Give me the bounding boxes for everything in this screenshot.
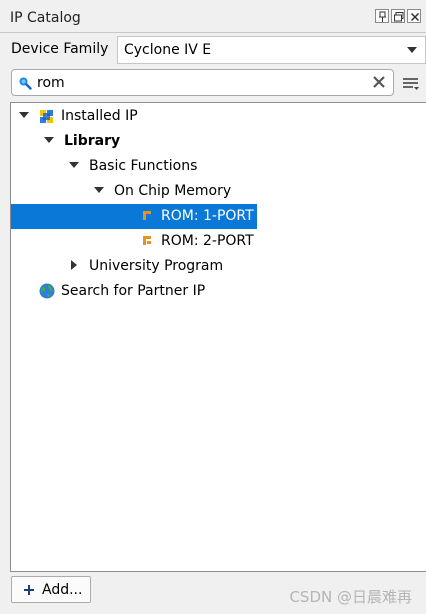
- chevron-right-icon[interactable]: [71, 260, 78, 270]
- plus-icon: [24, 585, 34, 595]
- tree-item-rom-1port[interactable]: ROM: 1-PORT: [11, 204, 425, 229]
- tree-item-label: Installed IP: [61, 108, 138, 124]
- tree-item-label: Search for Partner IP: [61, 283, 206, 299]
- tree-item-installed-ip[interactable]: Installed IP: [11, 104, 425, 129]
- tree-item-basic-functions[interactable]: Basic Functions: [11, 154, 425, 179]
- bottom-toolbar: Add... CSDN @日晨难再: [0, 572, 426, 614]
- search-box[interactable]: [11, 69, 394, 96]
- installed-ip-icon: [40, 110, 53, 123]
- device-family-row: Device Family Cyclone IV E: [0, 34, 426, 64]
- chevron-down-icon[interactable]: [19, 112, 29, 119]
- tree-item-label: On Chip Memory: [114, 183, 232, 199]
- tree-item-rom-2port[interactable]: ROM: 2-PORT: [11, 229, 425, 254]
- search-icon: [19, 77, 32, 90]
- chevron-down-icon[interactable]: [94, 187, 104, 194]
- tree-item-label: ROM: 2-PORT: [161, 233, 254, 249]
- device-family-select[interactable]: Cyclone IV E: [117, 36, 426, 64]
- tree-item-library[interactable]: Library: [11, 129, 425, 154]
- ip-core-icon: [143, 236, 151, 245]
- clear-search-icon[interactable]: [372, 75, 386, 89]
- device-family-value: Cyclone IV E: [124, 42, 212, 58]
- tree-item-label: Basic Functions: [89, 158, 198, 174]
- panel-title: IP Catalog: [10, 10, 81, 26]
- add-button[interactable]: Add...: [11, 576, 91, 603]
- tree-item-label: ROM: 1-PORT: [161, 208, 254, 224]
- chevron-down-icon: [407, 47, 417, 53]
- panel-window-buttons: [375, 9, 421, 23]
- tree-item-search-partner-ip[interactable]: Search for Partner IP: [11, 279, 425, 304]
- ip-core-icon: [143, 211, 151, 220]
- globe-icon: [39, 283, 55, 299]
- search-input[interactable]: [37, 73, 367, 93]
- chevron-down-icon[interactable]: [69, 162, 79, 169]
- close-icon[interactable]: [407, 9, 421, 23]
- tree-item-university-program[interactable]: University Program: [11, 254, 425, 279]
- search-row: [0, 68, 426, 98]
- tree-item-label: University Program: [89, 258, 224, 274]
- chevron-down-icon[interactable]: [44, 137, 54, 144]
- filter-menu-icon[interactable]: [402, 76, 420, 92]
- float-icon[interactable]: [391, 9, 405, 23]
- add-button-label: Add...: [42, 582, 83, 598]
- ip-catalog-tree[interactable]: Installed IP Library Basic Functions On …: [10, 102, 426, 572]
- tree-item-on-chip-memory[interactable]: On Chip Memory: [11, 179, 425, 204]
- selection-highlight: [11, 204, 257, 229]
- pin-icon[interactable]: [375, 9, 389, 23]
- panel-title-bar: IP Catalog: [0, 0, 426, 33]
- tree-item-label: Library: [64, 133, 121, 149]
- device-family-label: Device Family: [11, 41, 109, 57]
- watermark: CSDN @日晨难再: [289, 588, 412, 606]
